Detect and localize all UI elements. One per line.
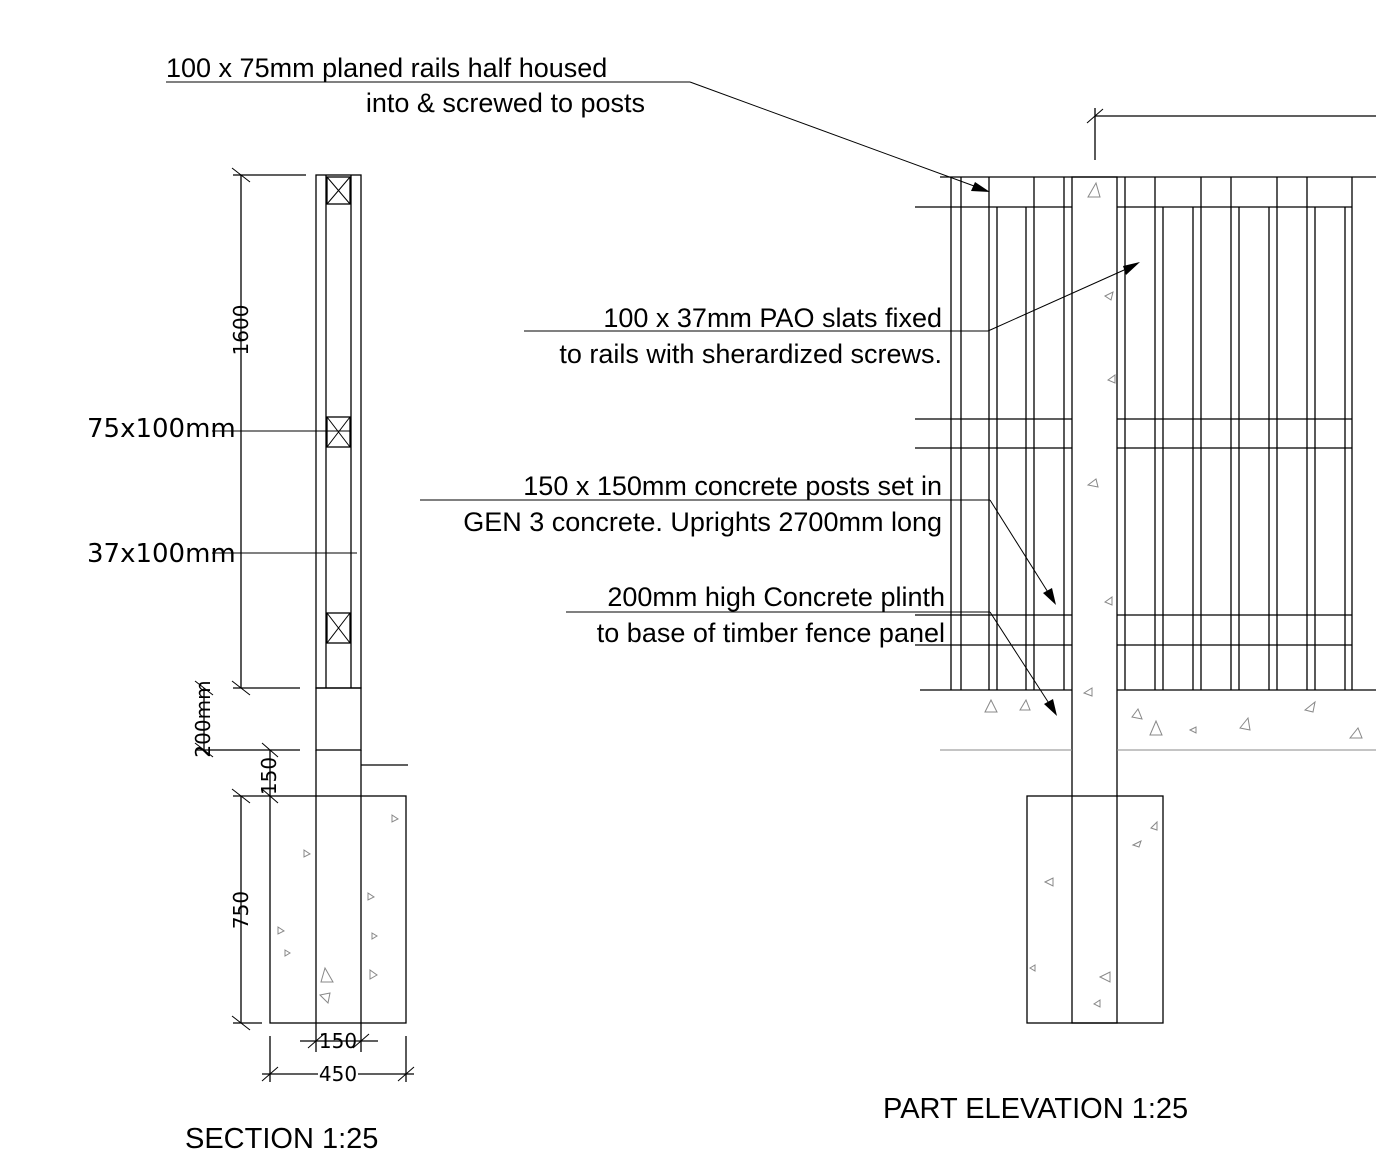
- section-concrete-hatch: [277, 814, 399, 1005]
- note-posts-line2: GEN 3 concrete. Uprights 2700mm long: [463, 507, 942, 537]
- elevation-title: PART ELEVATION 1:25: [883, 1093, 1188, 1125]
- label-slat-size: 37x100mm: [87, 539, 236, 569]
- elevation-plinth: [940, 689, 1376, 751]
- section-title: SECTION 1:25: [185, 1123, 378, 1155]
- dim-gap: 150: [257, 757, 281, 795]
- dim-post-width: 150: [319, 1029, 357, 1053]
- note-slats-line1: 100 x 37mm PAO slats fixed: [603, 303, 942, 333]
- elevation-concrete-post: [1071, 176, 1118, 1024]
- section-rail-middle: [326, 416, 351, 448]
- section-view: 1600 200mm 150 750 150 450 75x100mm: [87, 167, 415, 1155]
- note-slats-line2: to rails with sherardized screws.: [559, 339, 942, 369]
- annotation-slats: 100 x 37mm PAO slats fixed to rails with…: [524, 262, 1140, 369]
- dim-plinth-height: 200mm: [191, 680, 215, 757]
- elevation-rails: [955, 206, 1352, 646]
- section-rail-top: [326, 176, 351, 205]
- note-plinth-line2: to base of timber fence panel: [597, 618, 945, 648]
- note-rails-line2: into & screwed to posts: [366, 88, 645, 118]
- elevation-slats: [950, 177, 1353, 690]
- elevation-view: PART ELEVATION 1:25: [883, 108, 1376, 1125]
- note-posts-line1: 150 x 150mm concrete posts set in: [523, 471, 942, 501]
- label-rail-size: 75x100mm: [87, 414, 236, 444]
- dim-panel-height: 1600: [229, 305, 253, 356]
- elevation-footing: [1026, 795, 1164, 1024]
- annotation-rails: 100 x 75mm planed rails half housed into…: [166, 53, 990, 192]
- dim-footing-width: 450: [319, 1062, 357, 1086]
- annotation-plinth: 200mm high Concrete plinth to base of ti…: [566, 582, 1057, 716]
- section-rail-bottom: [326, 612, 351, 644]
- section-plinth: [315, 687, 362, 751]
- note-rails-line1: 100 x 75mm planed rails half housed: [166, 53, 607, 83]
- elevation-concrete-hatch: [984, 181, 1363, 1008]
- dim-footing-depth: 750: [229, 891, 253, 929]
- annotation-posts: 150 x 150mm concrete posts set in GEN 3 …: [420, 471, 1056, 605]
- note-plinth-line1: 200mm high Concrete plinth: [607, 582, 945, 612]
- section-footing: [269, 795, 407, 1024]
